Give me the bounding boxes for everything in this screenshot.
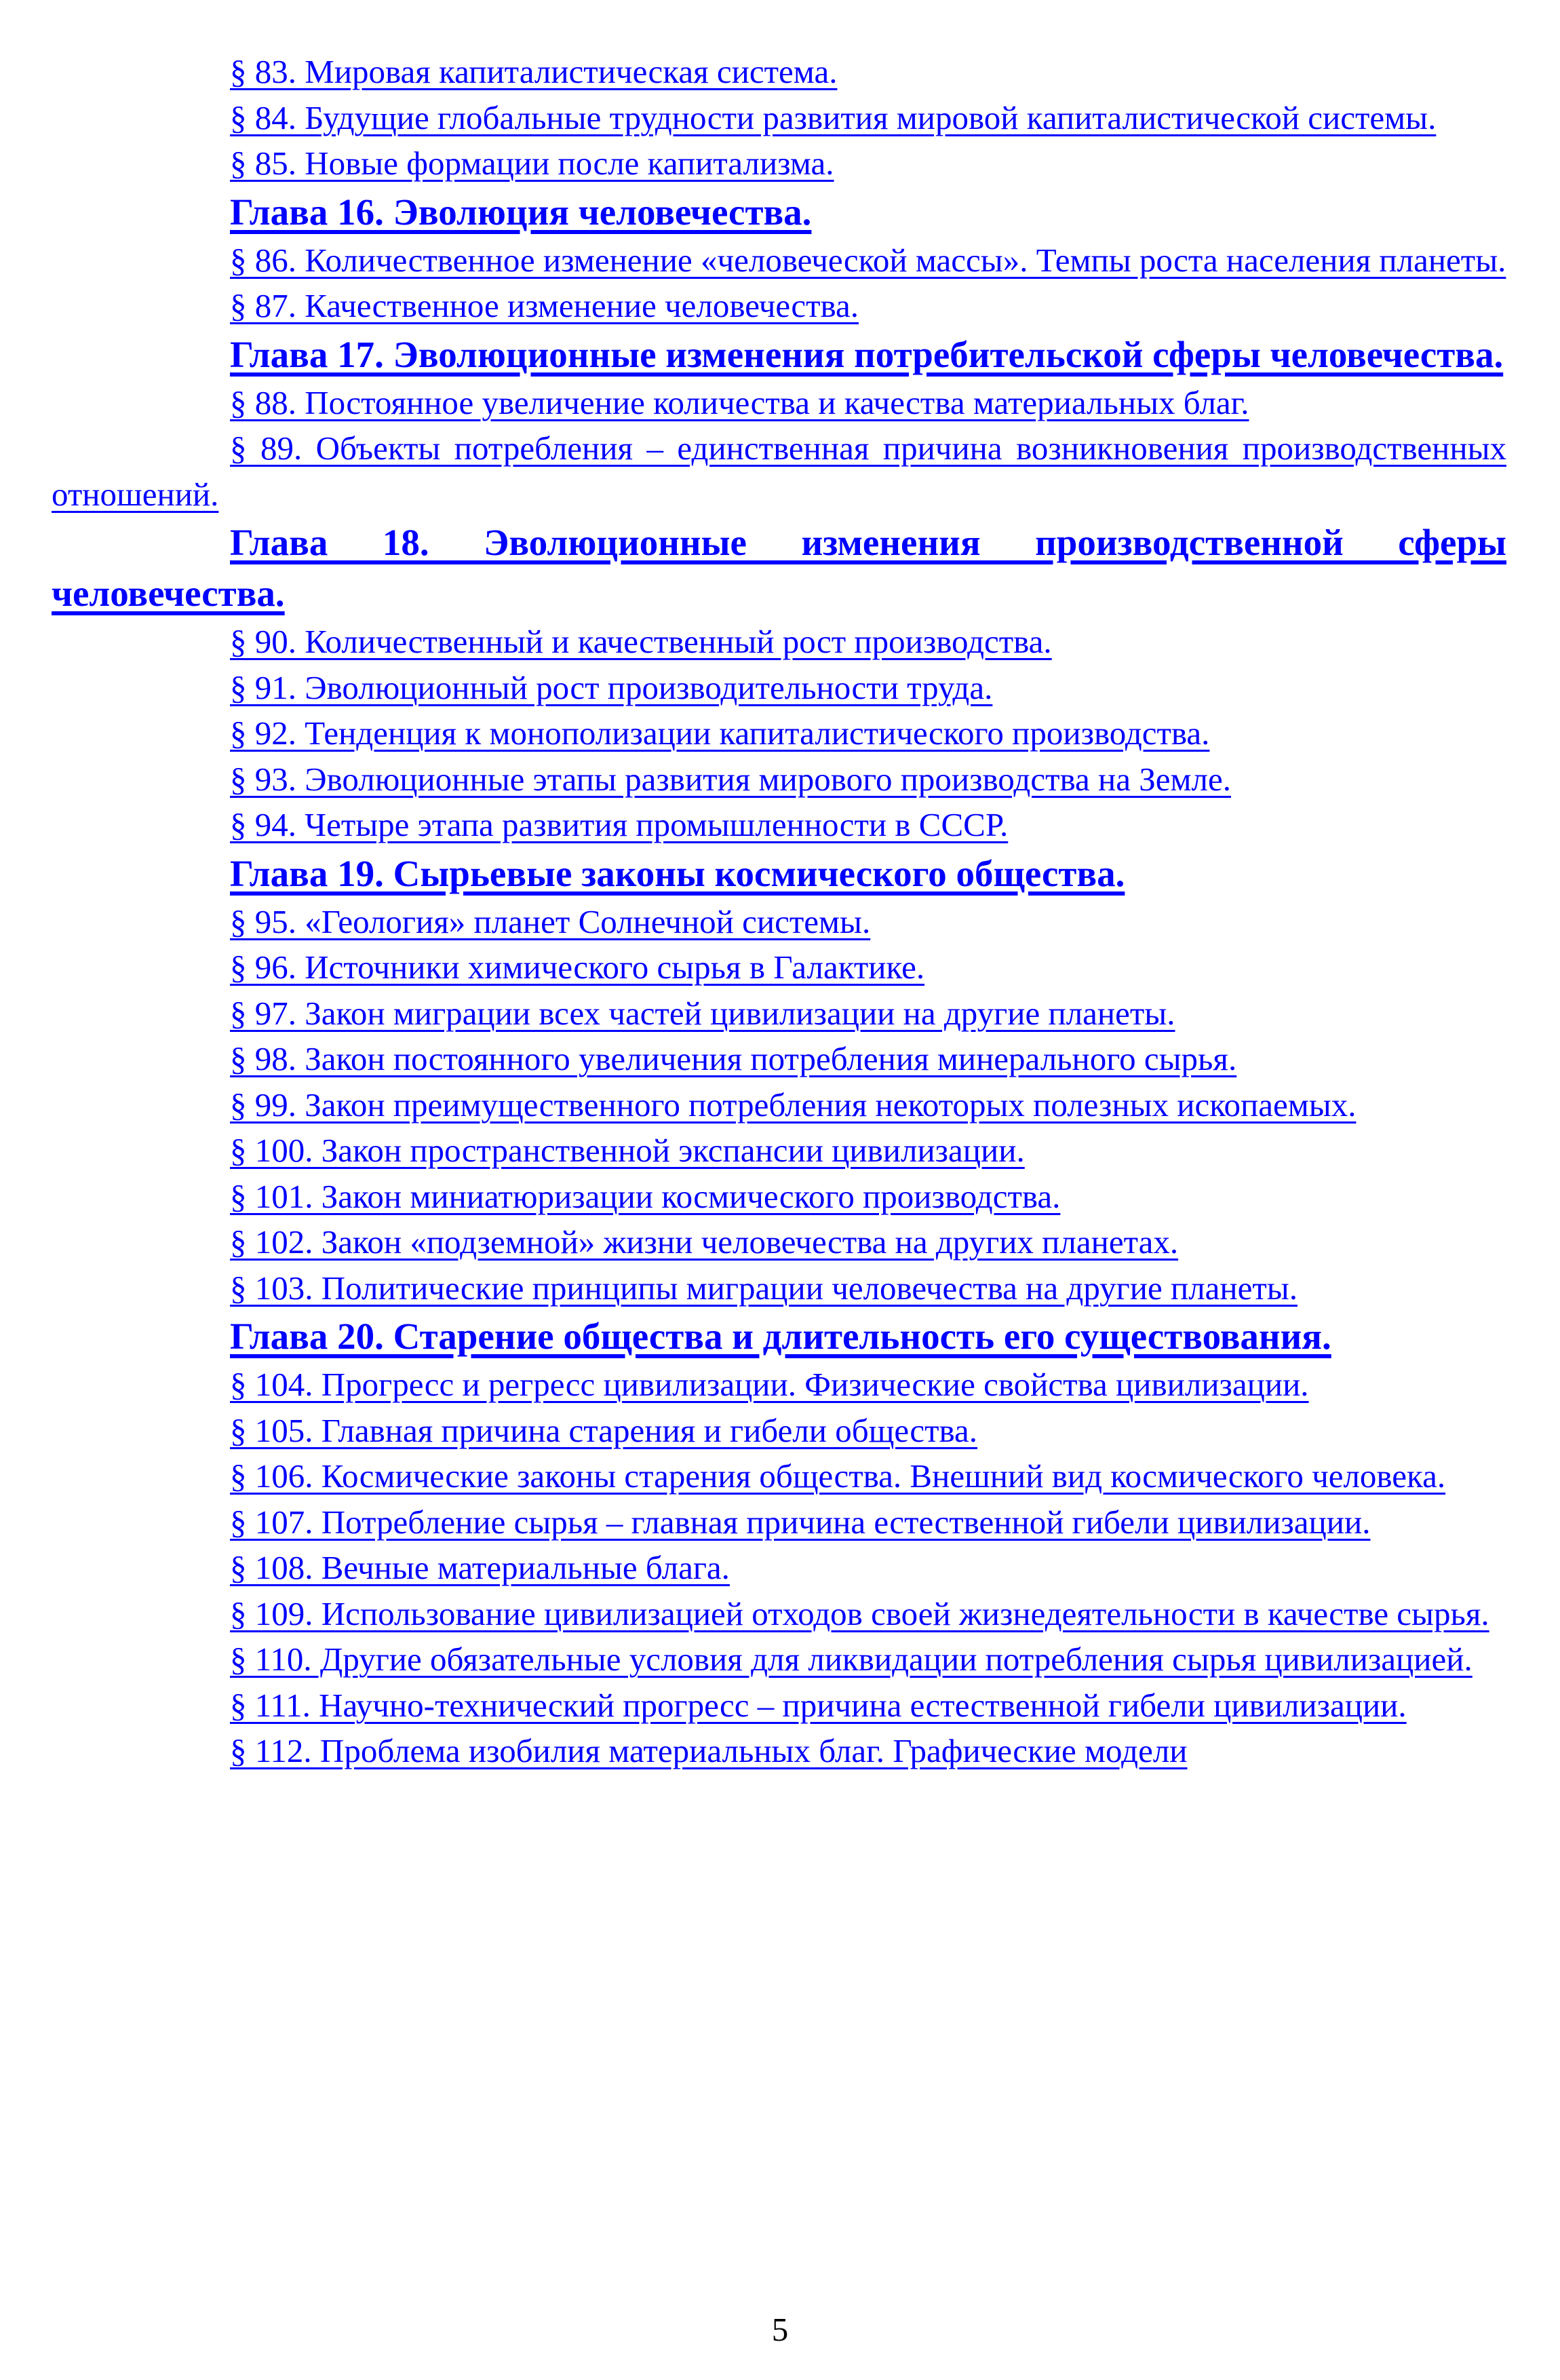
toc-entry-text: § 84. Будущие глобальные трудности разви… bbox=[230, 98, 1437, 136]
toc-entry-text: § 83. Мировая капиталистическая система. bbox=[230, 53, 838, 90]
toc-section-link[interactable]: § 109. Использование цивилизацией отходо… bbox=[52, 1591, 1506, 1637]
toc-section-link[interactable]: § 87. Качественное изменение человечеств… bbox=[52, 283, 1506, 329]
toc-entry-text: § 90. Количественный и качественный рост… bbox=[230, 623, 1052, 660]
toc-entry-text: § 109. Использование цивилизацией отходо… bbox=[230, 1594, 1489, 1632]
underline-spacer bbox=[153, 1728, 230, 1774]
toc-entry-text: § 95. «Геология» планет Солнечной систем… bbox=[230, 902, 871, 940]
toc-entry-text: § 105. Главная причина старения и гибели… bbox=[230, 1411, 978, 1449]
toc-section-link[interactable]: § 92. Тенденция к монополизации капитали… bbox=[52, 710, 1506, 756]
toc-chapter-link[interactable]: Глава 19. Сырьевые законы космического о… bbox=[52, 848, 1506, 899]
toc-section-link[interactable]: § 108. Вечные материальные блага. bbox=[52, 1545, 1506, 1591]
toc-section-link[interactable]: § 104. Прогресс и регресс цивилизации. Ф… bbox=[52, 1362, 1506, 1408]
toc-entry-text: § 107. Потребление сырья – главная причи… bbox=[230, 1503, 1371, 1541]
toc-entry-text: § 87. Качественное изменение человечеств… bbox=[230, 287, 859, 324]
toc-entry-text: § 94. Четыре этапа развития промышленнос… bbox=[230, 806, 1009, 843]
toc-entry-text: § 85. Новые формации после капитализма. bbox=[230, 145, 834, 182]
toc-entry-text: § 98. Закон постоянного увеличения потре… bbox=[230, 1040, 1237, 1077]
toc-entry-text: § 86. Количественное изменение «человече… bbox=[230, 241, 1506, 279]
toc-entry-text: § 100. Закон пространственной экспансии … bbox=[230, 1132, 1025, 1169]
toc-entry-text: § 104. Прогресс и регресс цивилизации. Ф… bbox=[230, 1366, 1309, 1403]
toc-entry-text: § 112. Проблема изобилия материальных бл… bbox=[230, 1732, 1188, 1769]
toc-entry-text: Глава 19. Сырьевые законы космического о… bbox=[230, 852, 1125, 894]
table-of-contents: § 83. Мировая капиталистическая система.… bbox=[52, 49, 1506, 1774]
toc-entry-text: § 106. Космические законы старения общес… bbox=[230, 1457, 1446, 1495]
toc-entry-text: Глава 18. Эволюционные изменения произво… bbox=[52, 522, 1506, 614]
toc-entry-text: § 91. Эволюционный рост производительнос… bbox=[230, 668, 993, 706]
toc-entry-text: § 88. Постоянное увеличение количества и… bbox=[230, 383, 1249, 421]
underline-spacer bbox=[153, 1362, 230, 1408]
toc-entry-text: § 101. Закон миниатюризации космического… bbox=[230, 1177, 1061, 1215]
toc-section-link[interactable]: § 89. Объекты потребления – единственная… bbox=[52, 425, 1506, 517]
toc-section-link[interactable]: § 98. Закон постоянного увеличения потре… bbox=[52, 1036, 1506, 1082]
toc-chapter-link[interactable]: Глава 17. Эволюционные изменения потреби… bbox=[52, 329, 1506, 380]
toc-section-link[interactable]: § 88. Постоянное увеличение количества и… bbox=[52, 380, 1506, 426]
toc-section-link[interactable]: § 100. Закон пространственной экспансии … bbox=[52, 1128, 1506, 1174]
toc-section-link[interactable]: § 90. Количественный и качественный рост… bbox=[52, 619, 1506, 665]
toc-section-link[interactable]: § 85. Новые формации после капитализма. bbox=[52, 140, 1506, 187]
toc-section-link[interactable]: § 96. Источники химического сырья в Гала… bbox=[52, 944, 1506, 991]
toc-entry-text: Глава 20. Старение общества и длительнос… bbox=[230, 1316, 1331, 1357]
toc-section-link[interactable]: § 112. Проблема изобилия материальных бл… bbox=[52, 1728, 1506, 1774]
toc-entry-text: § 108. Вечные материальные блага. bbox=[230, 1549, 730, 1586]
toc-section-link[interactable]: § 110. Другие обязательные условия для л… bbox=[52, 1636, 1506, 1683]
toc-section-link[interactable]: § 94. Четыре этапа развития промышленнос… bbox=[52, 802, 1506, 848]
toc-section-link[interactable]: § 93. Эволюционные этапы развития мирово… bbox=[52, 756, 1506, 803]
toc-chapter-link[interactable]: Глава 16. Эволюция человечества. bbox=[52, 187, 1506, 237]
toc-section-link[interactable]: § 107. Потребление сырья – главная причи… bbox=[52, 1499, 1506, 1546]
toc-entry-text: § 99. Закон преимущественного потреблени… bbox=[230, 1086, 1357, 1124]
toc-section-link[interactable]: § 97. Закон миграции всех частей цивилиз… bbox=[52, 991, 1506, 1037]
toc-section-link[interactable]: § 84. Будущие глобальные трудности разви… bbox=[52, 95, 1506, 141]
toc-entry-text: § 92. Тенденция к монополизации капитали… bbox=[230, 714, 1210, 752]
toc-section-link[interactable]: § 101. Закон миниатюризации космического… bbox=[52, 1174, 1506, 1220]
toc-entry-text: § 111. Научно-технический прогресс – при… bbox=[230, 1686, 1407, 1724]
toc-entry-text: § 110. Другие обязательные условия для л… bbox=[230, 1640, 1473, 1678]
toc-section-link[interactable]: § 106. Космические законы старения общес… bbox=[52, 1453, 1506, 1499]
toc-chapter-link[interactable]: Глава 18. Эволюционные изменения произво… bbox=[52, 517, 1506, 619]
toc-section-link[interactable]: § 102. Закон «подземной» жизни человечес… bbox=[52, 1219, 1506, 1265]
toc-section-link[interactable]: § 105. Главная причина старения и гибели… bbox=[52, 1408, 1506, 1454]
toc-section-link[interactable]: § 91. Эволюционный рост производительнос… bbox=[52, 665, 1506, 711]
toc-entry-text: § 97. Закон миграции всех частей цивилиз… bbox=[230, 994, 1175, 1032]
toc-entry-text: Глава 16. Эволюция человечества. bbox=[230, 191, 812, 233]
underline-spacer bbox=[153, 425, 230, 472]
toc-entry-text: § 103. Политические принципы миграции че… bbox=[230, 1269, 1298, 1307]
toc-section-link[interactable]: § 95. «Геология» планет Солнечной систем… bbox=[52, 899, 1506, 945]
toc-section-link[interactable]: § 111. Научно-технический прогресс – при… bbox=[52, 1683, 1506, 1729]
toc-chapter-link[interactable]: Глава 20. Старение общества и длительнос… bbox=[52, 1311, 1506, 1362]
toc-entry-text: § 89. Объекты потребления – единственная… bbox=[52, 429, 1506, 513]
toc-section-link[interactable]: § 99. Закон преимущественного потреблени… bbox=[52, 1082, 1506, 1128]
toc-entry-text: § 93. Эволюционные этапы развития мирово… bbox=[230, 760, 1231, 798]
toc-entry-text: § 96. Источники химического сырья в Гала… bbox=[230, 948, 925, 986]
page-number: 5 bbox=[771, 2311, 789, 2348]
toc-entry-text: § 102. Закон «подземной» жизни человечес… bbox=[230, 1223, 1179, 1261]
toc-section-link[interactable]: § 103. Политические принципы миграции че… bbox=[52, 1265, 1506, 1311]
toc-entry-text: Глава 17. Эволюционные изменения потреби… bbox=[230, 333, 1504, 375]
toc-section-link[interactable]: § 86. Количественное изменение «человече… bbox=[52, 237, 1506, 284]
toc-section-link[interactable]: § 83. Мировая капиталистическая система. bbox=[52, 49, 1506, 95]
